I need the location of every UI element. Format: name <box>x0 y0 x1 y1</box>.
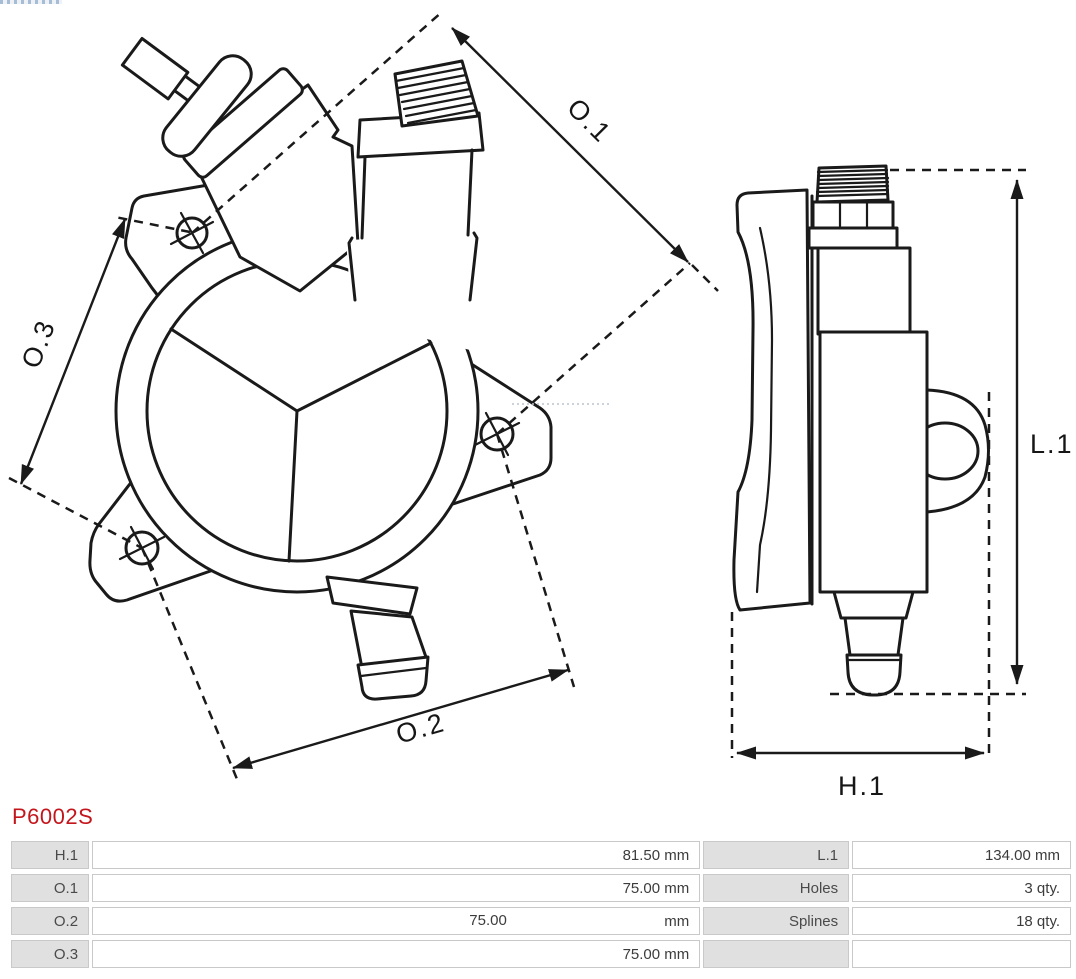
side-thread-lines <box>815 168 890 198</box>
spec-label-cell: O.3 <box>11 940 90 968</box>
spec-value-number: 75.00 <box>469 912 507 929</box>
spec-value-cell: 18 qty. <box>852 907 1071 935</box>
dim-label-h1: H.1 <box>838 771 886 801</box>
side-view-dimension-lines <box>730 168 1026 760</box>
pump-front-view: O.1 O.3 O.2 <box>8 10 719 785</box>
part-number: P6002S <box>12 804 94 829</box>
dim-label-o1: O.1 <box>561 93 617 149</box>
bottom-nozzle <box>325 575 430 701</box>
spec-label-cell: Splines <box>703 907 850 935</box>
spec-label-cell: O.1 <box>11 874 90 902</box>
dim-line-o2 <box>232 668 569 770</box>
spec-row: O.1 75.00 mm Holes 3 qty. <box>11 874 1071 902</box>
neck-body <box>194 83 360 293</box>
front-view-dimension-lines <box>8 10 719 785</box>
spec-value-cell: 75.00 mm <box>92 940 701 968</box>
dim-label-o3: O.3 <box>16 315 62 372</box>
dim-line-o1 <box>451 27 689 263</box>
spec-value-cell: 75.00 mm <box>92 907 701 935</box>
spec-value-cell: 3 qty. <box>852 874 1071 902</box>
side-washer <box>807 226 899 250</box>
spec-row: O.2 75.00 mm Splines 18 qty. <box>11 907 1071 935</box>
spec-row: H.1 81.50 mm L.1 134.00 mm <box>11 841 1071 869</box>
dim-label-l1: L.1 <box>1030 429 1074 459</box>
spec-label-cell: Holes <box>703 874 850 902</box>
side-main-body <box>818 330 929 594</box>
cover-pill <box>161 54 253 158</box>
shaft-stub <box>120 36 190 101</box>
cover-spokes <box>169 327 433 563</box>
top-edge-artifact <box>0 0 62 4</box>
spec-value-cell: 75.00 mm <box>92 874 701 902</box>
spec-value-cell <box>852 940 1071 968</box>
spec-label-cell: O.2 <box>11 907 90 935</box>
neck-flange-bar <box>182 67 304 179</box>
pump-side-view: L.1 H.1 <box>730 164 1074 801</box>
spec-label-cell: H.1 <box>11 841 90 869</box>
spec-row: O.3 75.00 mm <box>11 940 1071 968</box>
spec-value-unit: mm <box>664 912 690 930</box>
threaded-port <box>346 59 485 350</box>
technical-drawing: O.1 O.3 O.2 <box>8 10 1074 801</box>
side-plate-inner-contour <box>755 226 774 594</box>
spec-table: H.1 81.50 mm L.1 134.00 mm O.1 75.00 mm … <box>8 836 1074 973</box>
dim-label-o2: O.2 <box>393 707 449 749</box>
spec-label-cell <box>703 940 850 968</box>
spec-label-cell: L.1 <box>703 841 850 869</box>
side-upper-block <box>816 246 912 336</box>
side-nut <box>811 200 895 230</box>
dim-line-o3 <box>19 218 127 485</box>
spec-value-cell: 81.50 mm <box>92 841 701 869</box>
spec-value-cell: 134.00 mm <box>852 841 1071 869</box>
